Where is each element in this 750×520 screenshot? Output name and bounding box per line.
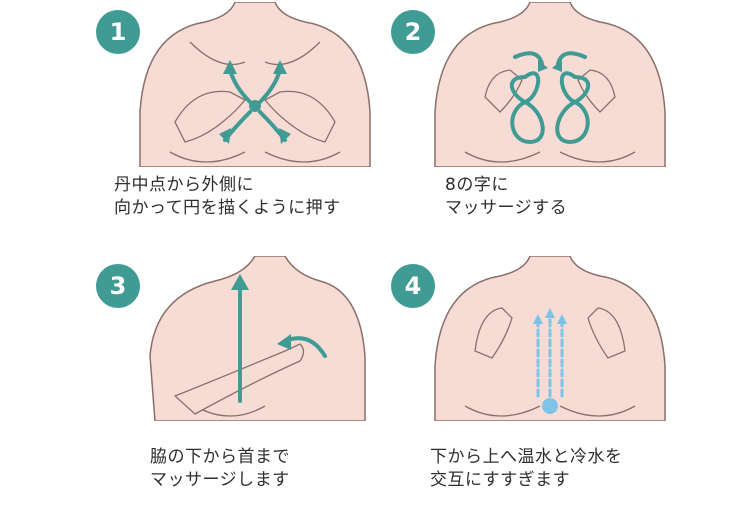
step-2-panel: 2 8の字に マッサージする — [385, 2, 705, 252]
step-1-badge: 1 — [96, 10, 140, 54]
step-3-caption: 脇の下から首まで マッサージします — [150, 446, 450, 492]
step-3-illustration — [135, 256, 375, 421]
step-4-panel: 4 下から上へ温水と冷水を — [385, 256, 705, 506]
step-4-caption: 下から上へ温水と冷水を 交互にすすぎます — [430, 446, 730, 492]
step-2-illustration — [430, 2, 670, 167]
step-4-caption-line-2: 交互にすすぎます — [430, 470, 571, 490]
step-3-panel: 3 脇の下から首まで マッサージします — [90, 256, 410, 506]
step-1-caption: 丹中点から外側に 向かって円を描くように押す — [114, 174, 414, 220]
step-3-badge: 3 — [96, 264, 140, 308]
step-1-panel: 1 — [90, 2, 410, 252]
step-4-caption-line-1: 下から上へ温水と冷水を — [430, 447, 623, 467]
step-1-illustration — [135, 2, 375, 167]
step-2-caption-line-1: 8の字に — [445, 175, 509, 195]
step-2-badge: 2 — [391, 10, 435, 54]
step-2-caption-line-2: マッサージする — [445, 198, 568, 218]
step-2-caption: 8の字に マッサージする — [445, 174, 745, 220]
step-3-caption-line-1: 脇の下から首まで — [150, 447, 290, 467]
step-1-caption-line-1: 丹中点から外側に — [114, 175, 254, 195]
step-4-illustration — [430, 256, 670, 421]
step-4-badge: 4 — [391, 264, 435, 308]
step-1-caption-line-2: 向かって円を描くように押す — [114, 198, 341, 218]
step-3-caption-line-2: マッサージします — [150, 470, 290, 490]
